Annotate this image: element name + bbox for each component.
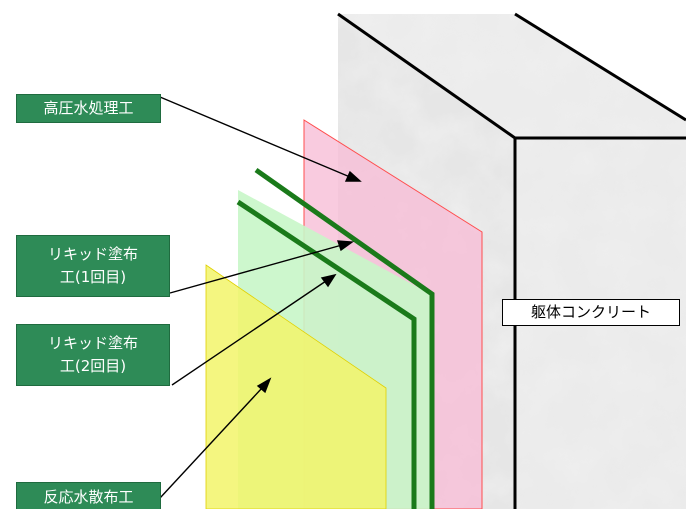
pointer-arrows — [159, 96, 362, 499]
liquid-coat-2-line — [236, 199, 417, 509]
arrow-liquid-coat-2 — [171, 280, 327, 386]
label-concrete-body-text: 躯体コンクリート — [530, 303, 651, 321]
label-liquid-coat-1-line1: リキッド塗布 — [47, 245, 138, 263]
yellow-layer — [205, 264, 387, 509]
arrow-high-pressure-water — [159, 96, 351, 178]
liquid-coat-1-line — [254, 167, 435, 509]
wall-edge-top-right — [514, 12, 686, 122]
arrow-liquid-coat-1 — [169, 244, 343, 294]
label-liquid-coat-2-line1: リキッド塗布 — [47, 334, 138, 352]
wall-edge-top-left — [337, 12, 516, 140]
label-high-pressure-water-text: 高圧水処理工 — [43, 99, 134, 117]
label-reactive-water-spray-text: 反応水散布工 — [43, 488, 134, 506]
label-reactive-water-spray: 反応水散布工 — [16, 482, 161, 509]
label-liquid-coat-1: リキッド塗布 工(1回目) — [16, 235, 170, 297]
label-liquid-coat-2: リキッド塗布 工(2回目) — [16, 324, 170, 386]
label-liquid-coat-2-line2: 工(2回目) — [59, 357, 127, 375]
label-concrete-body: 躯体コンクリート — [502, 299, 680, 326]
arrow-reactive-water-spray — [159, 387, 263, 499]
label-high-pressure-water: 高圧水処理工 — [16, 94, 161, 123]
label-liquid-coat-1-line2: 工(1回目) — [59, 268, 127, 286]
